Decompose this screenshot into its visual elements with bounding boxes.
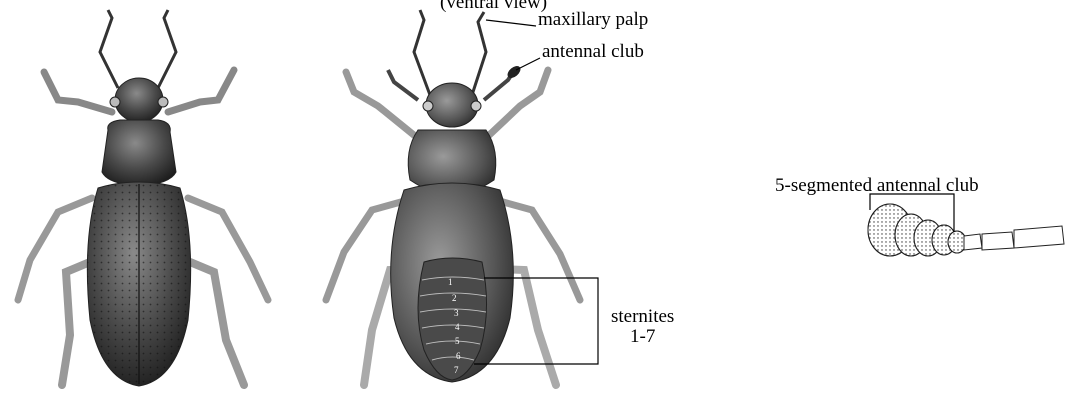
ventral-left-eye xyxy=(423,101,433,111)
dorsal-left-eye xyxy=(110,97,120,107)
ventral-maxillary-palp xyxy=(472,12,486,95)
antennal-club-label: antennal club xyxy=(542,41,644,62)
five-segmented-club-label: 5-segmented antennal club xyxy=(775,175,979,196)
dorsal-right-midleg xyxy=(188,198,268,300)
antenna-segment-7 xyxy=(982,232,1014,250)
dorsal-right-antenna xyxy=(158,10,176,88)
ventral-beetle-illustration xyxy=(326,10,580,385)
sternites-range-label: 1-7 xyxy=(630,326,655,347)
maxillary-palp-label: maxillary palp xyxy=(538,9,648,30)
dorsal-head xyxy=(115,78,163,122)
sternite-number-1: 1 xyxy=(448,277,453,287)
sternite-number-5: 5 xyxy=(455,336,460,346)
sternite-number-7: 7 xyxy=(454,365,459,375)
antennal-club-leader xyxy=(516,58,540,70)
dorsal-right-hindleg xyxy=(190,262,244,385)
dorsal-left-antenna xyxy=(100,10,118,88)
maxillary-palp-leader xyxy=(486,20,536,26)
dorsal-left-hindleg xyxy=(62,262,90,385)
dorsal-right-foreleg xyxy=(168,70,234,112)
dorsal-left-foreleg xyxy=(44,72,112,112)
antenna-segment-8 xyxy=(1014,226,1064,248)
sternites-label: sternites xyxy=(611,306,674,327)
ventral-head xyxy=(426,83,478,127)
ventral-left-antenna xyxy=(388,70,418,100)
antenna-segment-6 xyxy=(964,234,982,250)
sternite-number-3: 3 xyxy=(454,308,459,318)
dorsal-beetle-illustration xyxy=(18,10,268,386)
sternite-number-4: 4 xyxy=(455,322,460,332)
sternite-number-2: 2 xyxy=(452,293,457,303)
antenna-detail-illustration xyxy=(868,204,1064,256)
ventral-left-foreleg xyxy=(346,72,420,140)
sternite-number-6: 6 xyxy=(456,351,461,361)
dorsal-right-eye xyxy=(158,97,168,107)
dorsal-left-midleg xyxy=(18,198,92,300)
dorsal-pronotum xyxy=(102,120,176,186)
ventral-right-foreleg xyxy=(484,70,548,140)
ventral-right-eye xyxy=(471,101,481,111)
top-caption: (ventral view) xyxy=(440,0,547,13)
ventral-left-palp xyxy=(414,10,430,95)
